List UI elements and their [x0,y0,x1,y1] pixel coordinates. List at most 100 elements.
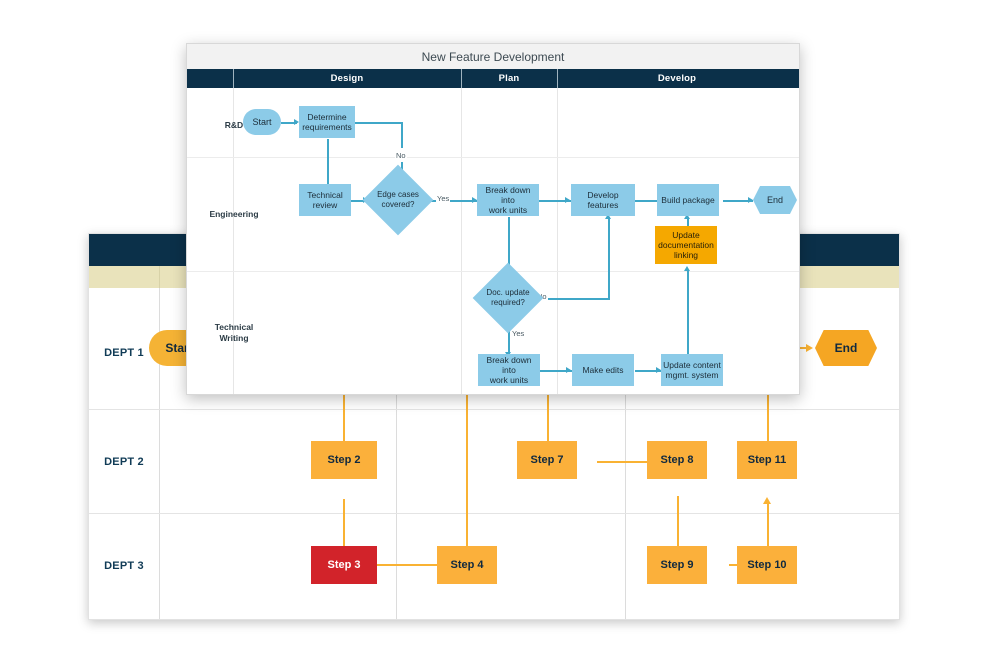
node-determine-requirements-line2: requirements [302,122,352,132]
fg-row-separator-2 [187,271,799,272]
node-end[interactable]: End [753,186,797,214]
fg-lane-label-engineering: Engineering [209,209,259,219]
node-make-edits-label: Make edits [582,364,624,375]
header-separator-3 [557,69,558,88]
node-break-down-into-work-units-engineering[interactable]: Break down into work units [477,184,539,216]
bg-connector-step7-to-step8 [597,461,677,463]
header-separator-1 [233,69,234,88]
flowchart-header-bar [187,69,799,88]
bg-node-end[interactable]: End [815,330,877,366]
node-doc-update-required-line2: required? [491,298,525,307]
node-update-doc-linking-line2: documentation [658,239,714,250]
node-end-label: End [766,195,783,205]
bg-node-step-8[interactable]: Step 8 [647,441,707,479]
column-header-design[interactable]: Design [330,73,364,84]
edge-doc-update-no-up [608,217,610,299]
node-update-content-mgmt-system[interactable]: Update content mgmt. system [661,354,723,386]
bg-arrow-into-end [806,344,813,352]
bg-node-step-2-label: Step 2 [327,453,361,466]
arrow-breakdown-tw-to-make-edits [566,366,571,373]
bg-node-step-4[interactable]: Step 4 [437,546,497,584]
node-break-down-eng-line2: work units [488,205,528,216]
bg-node-step-9[interactable]: Step 9 [647,546,707,584]
bg-connector-into-step11 [767,384,769,462]
node-edge-cases-covered-line2: covered? [381,200,415,209]
edge-breakdown-to-develop-features [539,200,571,202]
edge-breakdown-tw-to-make-edits [540,370,572,372]
edge-make-edits-to-update-cms [635,370,661,372]
bg-node-end-label: End [834,341,858,355]
bg-lane-label-dept-1: DEPT 1 [104,347,144,359]
bg-column-separator-2 [396,266,397,619]
node-technical-review-line1: Technical [307,189,343,200]
edge-label-yes-edge-cases: Yes [436,194,451,203]
bg-row-separator-2 [89,513,899,514]
bg-arrow-step10-to-step11 [763,497,771,504]
bg-node-step-11[interactable]: Step 11 [737,441,797,479]
bg-column-separator-1 [159,266,160,619]
fg-column-separator-design-plan [461,88,462,394]
node-build-package-label: Build package [661,194,715,205]
node-build-package[interactable]: Build package [657,184,719,216]
node-edge-cases-covered-text: Edge cases covered? [377,190,419,209]
node-break-down-tw-line1: Break down into [486,354,532,375]
arrow-doc-update-no-to-develop-features [604,214,611,219]
node-technical-review[interactable]: Technical review [299,184,351,216]
edge-doc-update-yes [508,321,510,357]
column-header-plan[interactable]: Plan [498,73,520,84]
foreground-flowchart-panel: New Feature Development Design Plan Deve… [186,43,800,395]
bg-row-separator-1 [89,409,899,410]
node-break-down-eng-line1: Break down into [485,184,531,205]
node-start[interactable]: Start [243,109,281,135]
bg-node-step-11-label: Step 11 [747,453,787,466]
bg-node-step-9-label: Step 9 [660,558,694,571]
bg-node-step-7-label: Step 7 [530,453,564,466]
arrow-build-package-to-end [748,196,753,203]
node-update-cms-line2: mgmt. system [665,370,719,380]
edge-build-package-to-end [723,200,753,202]
bg-node-step-2[interactable]: Step 2 [311,441,377,479]
arrow-breakdown-to-develop-features [565,196,570,203]
node-edge-cases-covered[interactable]: Edge cases covered? [362,164,434,236]
column-header-develop[interactable]: Develop [657,73,697,84]
bg-connector-start-to-step2 [343,339,345,462]
bg-node-step-7[interactable]: Step 7 [517,441,577,479]
node-develop-features-label: Develop features [587,189,619,210]
bg-node-step-10[interactable]: Step 10 [737,546,797,584]
bg-connector-step10-to-step11 [767,502,769,550]
fg-lane-label-technical-writing-line2: Writing [219,332,249,343]
edge-label-no-edge-cases: No [395,151,407,160]
bg-node-step-4-label: Step 4 [450,558,484,571]
node-doc-update-required[interactable]: Doc. update required? [472,262,544,334]
bg-subheader-separator [159,266,160,288]
fg-column-separator-plan-develop [557,88,558,394]
edge-edge-cases-no-left [349,122,402,124]
node-develop-features[interactable]: Develop features [571,184,635,216]
bg-connector-step3-to-step4 [376,564,466,566]
node-determine-requirements-line1: Determine [307,111,347,122]
edge-update-cms-to-update-doc-linking [687,270,689,356]
bg-node-step-3[interactable]: Step 3 [311,546,377,584]
node-update-doc-linking-line1: Update [672,229,700,240]
bg-connector-into-end [789,347,811,349]
fg-lane-label-rd: R&D [224,120,244,130]
edge-edge-cases-no-up2 [401,122,403,148]
node-break-down-into-work-units-technical-writing[interactable]: Break down into work units [478,354,540,386]
edge-breakdown-to-doc-update [508,217,510,292]
bg-column-separator-3 [625,266,626,619]
node-make-edits[interactable]: Make edits [572,354,634,386]
arrow-start-to-determine [294,118,299,125]
edge-determine-to-technical-review [327,139,329,194]
edge-doc-update-no-right [532,298,610,300]
bg-connector-into-step7 [547,384,549,462]
node-edge-cases-covered-line1: Edge cases [377,190,419,200]
node-update-doc-linking-line3: linking [673,250,699,261]
bg-node-step-3-label: Step 3 [327,558,361,571]
bg-connector-into-step4 [466,384,468,547]
node-update-documentation-linking[interactable]: Update documentation linking [655,226,717,264]
bg-connector-step2-to-step3 [343,499,345,561]
arrow-update-doc-linking-to-build-package [683,214,690,219]
edge-label-yes-doc-update: Yes [511,329,526,338]
node-determine-requirements[interactable]: Determine requirements [299,106,355,138]
